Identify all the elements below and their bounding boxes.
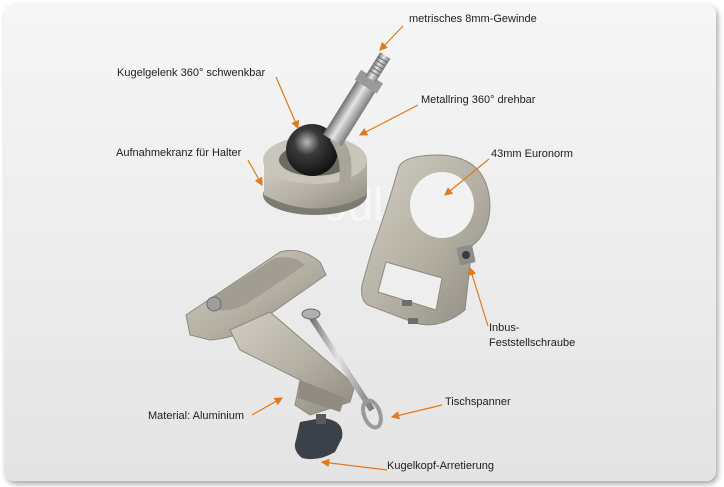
arrow-metal-ring [358,104,419,136]
arrow-mount-ring [247,159,263,187]
arrow-ball-joint [275,76,300,130]
arrow-ball-lock [320,458,388,471]
label-allen-screw-1: Inbus- [489,322,520,334]
label-ball-joint: Kugelgelenk 360° schwenkbar [117,67,266,79]
ball-joint-mount [263,52,391,215]
arrow-thread [379,25,404,51]
arrow-material [251,397,284,416]
table-clamp [185,249,383,460]
pointer-arrows [247,25,490,471]
label-metal-ring: Metallring 360° drehbar [421,94,536,106]
label-allen-screw-2: Feststellschraube [489,337,576,349]
label-ball-lock: Kugelkopf-Arretierung [387,460,495,472]
arrow-allen-screw [468,266,489,327]
arrow-clamp-screw [390,404,443,420]
label-euronorm: 43mm Euronorm [491,148,573,160]
label-thread: metrisches 8mm-Gewinde [409,13,537,25]
euronorm-holder [361,154,491,326]
label-clamp-screw: Tischspanner [445,396,511,408]
label-mount-ring: Aufnahmekranz für Halter [116,147,242,159]
arrow-euronorm [444,158,490,196]
label-material: Material: Aluminium [148,410,244,422]
